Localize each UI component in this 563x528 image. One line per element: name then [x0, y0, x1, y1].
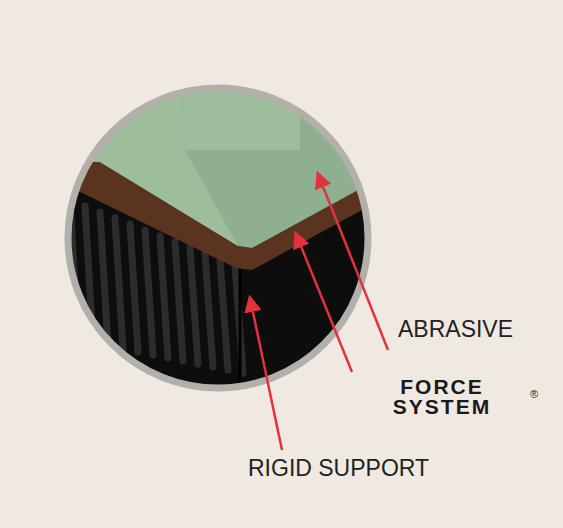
support-rib — [115, 218, 123, 349]
part-label: RIGID SUPPORT — [248, 455, 429, 482]
support-rib — [220, 260, 228, 370]
support-rib — [160, 236, 168, 358]
support-rib — [100, 212, 108, 346]
support-rib — [145, 230, 153, 355]
support-rib — [205, 254, 213, 367]
part-label: ABRASIVE — [398, 316, 513, 343]
support-rib — [175, 242, 183, 361]
lens-ring — [68, 88, 368, 388]
leader-arrow — [250, 298, 282, 450]
abrasive-layer — [60, 80, 380, 248]
registered-mark: ® — [530, 388, 538, 400]
rigid-support — [60, 80, 380, 400]
leader-arrow — [318, 174, 388, 350]
leader-arrow — [296, 234, 352, 372]
support-rib — [130, 224, 138, 352]
support-rib — [190, 248, 198, 364]
brand-logo: FORCE SYSTEM — [352, 377, 532, 417]
